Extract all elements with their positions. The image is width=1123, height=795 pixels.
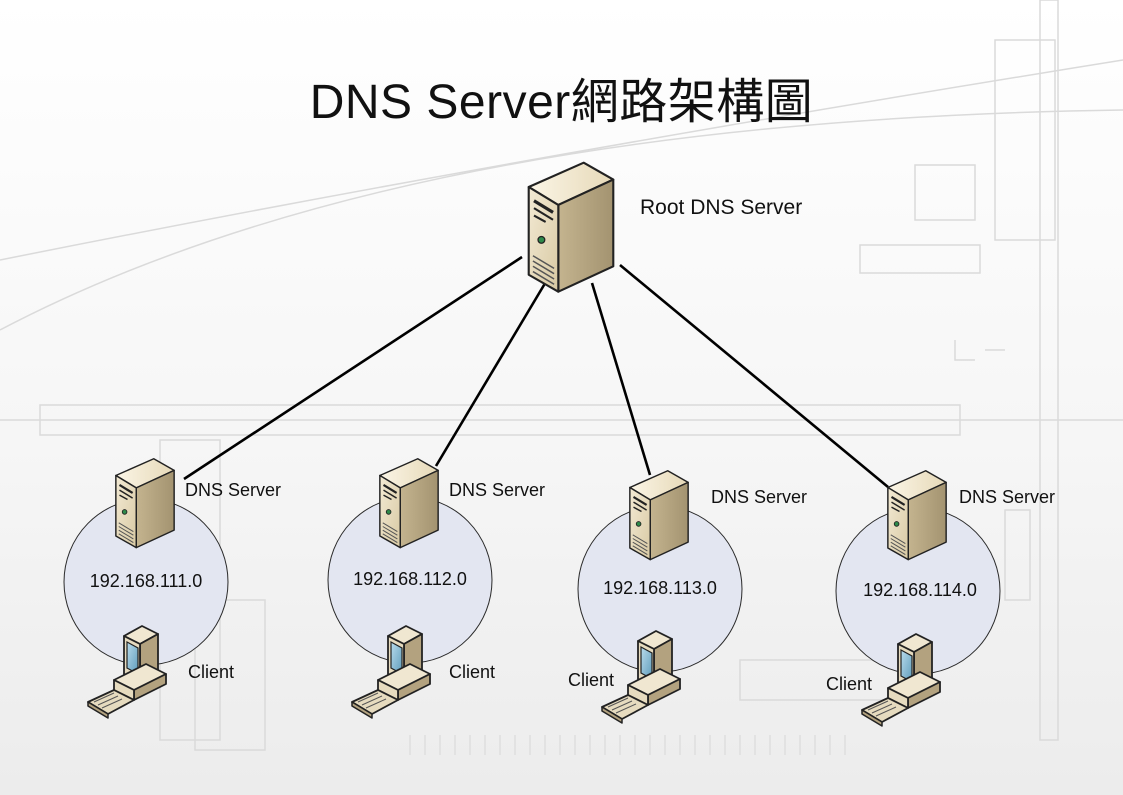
dns-server-label: DNS Server: [959, 487, 1056, 507]
subnet-address: 192.168.113.0: [603, 578, 717, 598]
dns-server-icon: [114, 457, 176, 549]
dns-server-icon: [378, 457, 440, 549]
subnet-address: 192.168.112.0: [353, 569, 467, 589]
tower-server-icon: [527, 161, 615, 294]
dns-server-label: DNS Server: [711, 487, 808, 507]
dns-server-icon: [886, 469, 948, 561]
subnet-address: 192.168.114.0: [863, 580, 977, 600]
dns-server-label: DNS Server: [449, 480, 546, 500]
subnet-address: 192.168.111.0: [89, 571, 203, 591]
page-title: DNS Server網路架構圖: [309, 76, 814, 129]
dns-server-label: DNS Server: [185, 480, 282, 500]
client-label: Client: [568, 670, 615, 690]
network-link: [183, 255, 523, 481]
dns-server-icon: [628, 469, 690, 561]
client-label: Client: [826, 674, 873, 694]
root-server-label: Root DNS Server: [640, 196, 803, 219]
network-link: [590, 282, 652, 476]
client-label: Client: [188, 662, 235, 682]
network-link: [619, 263, 889, 489]
client-label: Client: [449, 662, 496, 682]
network-link: [434, 279, 549, 467]
